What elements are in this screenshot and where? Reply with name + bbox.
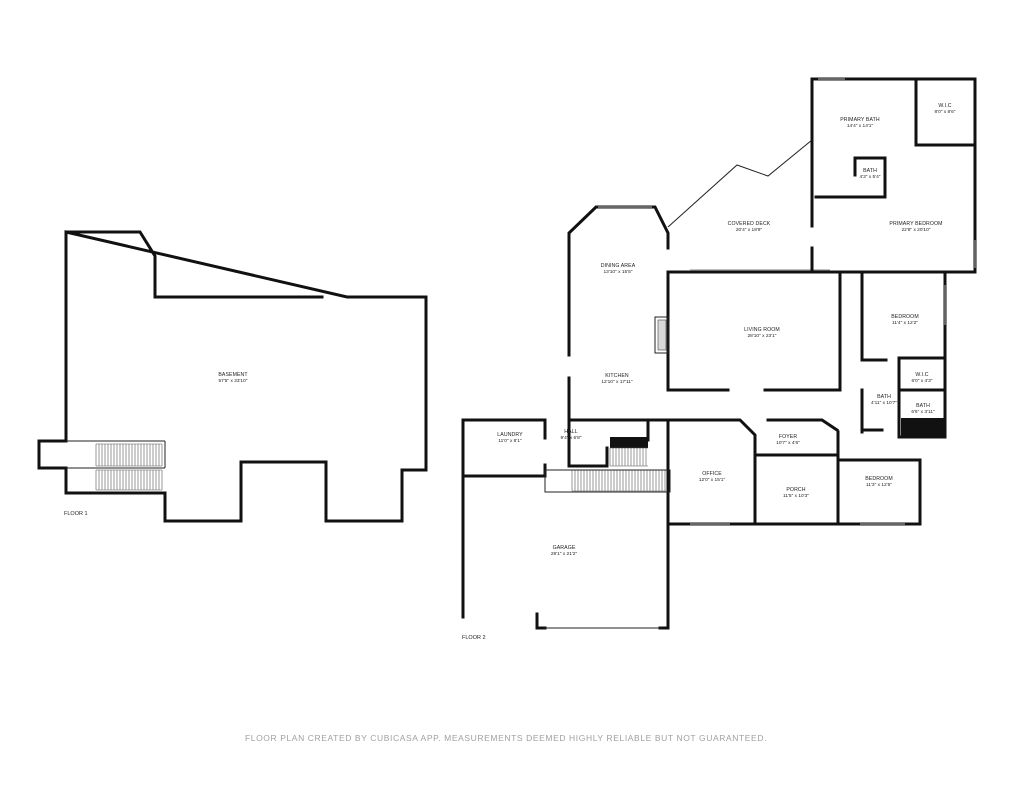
floor-1-label: FLOOR 1: [64, 511, 88, 517]
bath-primary-dims: 4'3" x 5'4": [860, 174, 881, 180]
covered-deck-name: COVERED DECK: [728, 221, 771, 227]
wic-upper-dims: 6'0" x 4'3": [912, 378, 933, 384]
bedroom-lower-dims: 11'3" x 12'5": [866, 482, 892, 488]
porch-dims: 11'5" x 10'3": [783, 493, 809, 499]
dining-area-name: DINING AREA: [601, 263, 636, 269]
wic-primary-dims: 8'0" x 8'6": [935, 109, 956, 115]
porch-name: PORCH: [786, 487, 805, 493]
wic-primary-name: W.I.C: [938, 103, 951, 109]
bath-primary-name: BATH: [863, 168, 877, 174]
wic-upper-name: W.I.C: [915, 372, 928, 378]
hall-dims: 9'4" x 6'8": [561, 435, 582, 441]
garage-stairs: [571, 469, 666, 492]
primary-bedroom-name: PRIMARY BEDROOM: [889, 221, 942, 227]
east-bedrooms-walls: [838, 270, 947, 439]
room-labels: BASEMENT 57'5" x 33'10" LAUNDRY 11'0" x …: [218, 103, 955, 557]
garage-dims: 29'1" x 21'2": [551, 551, 578, 557]
basement-outline: [37, 230, 428, 523]
dining-kitchen-west-wall: [567, 205, 670, 422]
bedroom-upper-name: BEDROOM: [891, 314, 919, 320]
bedroom-upper-dims: 11'4" x 12'2": [892, 320, 918, 326]
footer-disclaimer: FLOOR PLAN CREATED BY CUBICASA APP. MEAS…: [245, 733, 767, 743]
laundry-dims: 11'0" x 8'1": [498, 438, 522, 444]
foyer-dims: 10'7" x 4'6": [776, 440, 800, 446]
kitchen-dims: 12'10" x 17'11": [601, 379, 633, 385]
living-room-name: LIVING ROOM: [744, 327, 780, 333]
office-dims: 12'0" x 15'1": [699, 477, 726, 483]
covered-deck-dims: 20'4" x 18'9": [736, 227, 763, 233]
primary-bath-dims: 14'4" x 14'1": [847, 123, 874, 129]
garage-step-area: [544, 469, 671, 493]
floor-2-plan: [461, 77, 977, 630]
living-room-walls: [666, 270, 842, 392]
front-walls: [666, 418, 922, 526]
fireplace-hearth: [657, 319, 667, 351]
bath-small-tub: [901, 418, 945, 437]
hall-walls: [567, 418, 670, 468]
hall-name: HALL: [564, 429, 577, 435]
laundry-name: LAUNDRY: [497, 432, 523, 438]
basement-dims: 57'5" x 33'10": [219, 378, 248, 384]
basement-stairs: [95, 443, 163, 491]
floor-2-label: FLOOR 2: [462, 635, 486, 641]
garage-name: GARAGE: [553, 545, 576, 551]
kitchen-name: KITCHEN: [605, 373, 629, 379]
bath-mid-dims: 4'11" x 10'7": [871, 400, 897, 406]
primary-bath-name: PRIMARY BATH: [840, 117, 880, 123]
hall-stairs: [609, 447, 648, 467]
living-room-dims: 28'10" x 23'1": [748, 333, 777, 339]
floor-1-plan: [37, 230, 428, 523]
fireplace: [654, 316, 669, 354]
dining-area-dims: 13'10" x 15'5": [604, 269, 633, 275]
bath-small-dims: 6'6" x 3'11": [911, 409, 935, 415]
primary-suite-walls: [810, 77, 977, 274]
basement-name: BASEMENT: [218, 372, 248, 378]
foyer-name: FOYER: [779, 434, 798, 440]
bath-small-name: BATH: [916, 403, 930, 409]
bath-mid-name: BATH: [877, 394, 891, 400]
primary-bedroom-dims: 22'8" x 20'10": [902, 227, 931, 233]
hall-dark-fixture: [610, 437, 648, 448]
bedroom-lower-name: BEDROOM: [865, 476, 893, 482]
office-name: OFFICE: [702, 471, 722, 477]
covered-deck-outline: [667, 139, 813, 228]
